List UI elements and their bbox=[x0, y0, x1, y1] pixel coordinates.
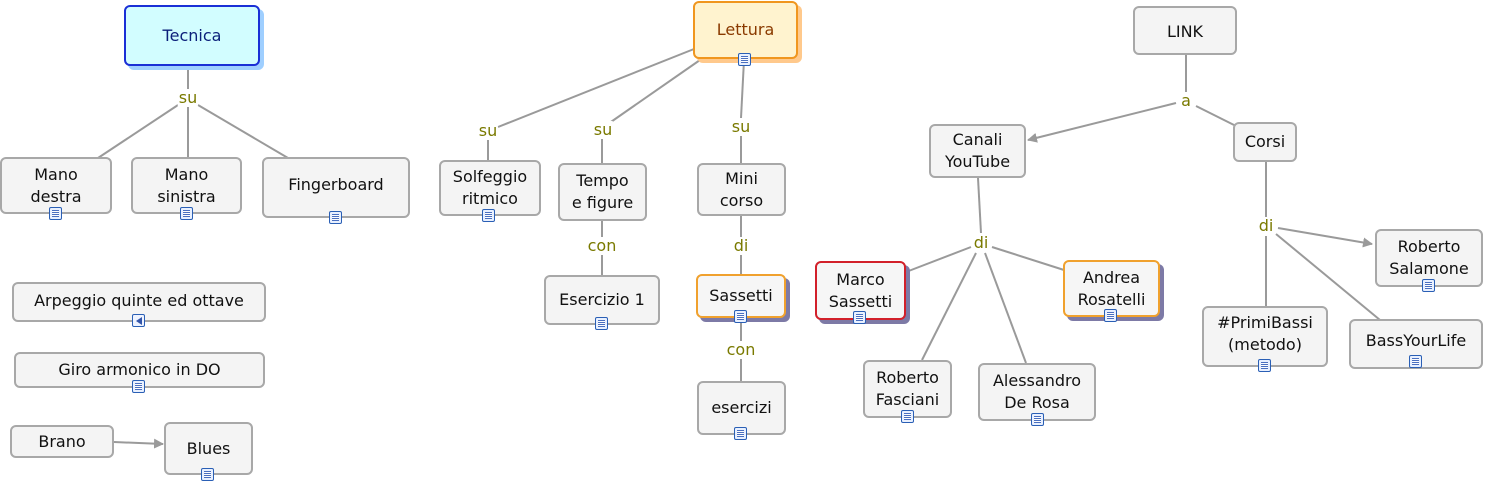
concept-tempo-figure[interactable]: Tempo e figure bbox=[558, 163, 647, 221]
resource-icon[interactable] bbox=[329, 211, 342, 224]
label-con-sassetti: con bbox=[725, 340, 757, 359]
resource-icon[interactable] bbox=[1409, 355, 1422, 368]
concept-mano-sinistra[interactable]: Mano sinistra bbox=[131, 157, 242, 214]
link-brano-blues bbox=[113, 438, 164, 449]
concept-mano-destra[interactable]: Mano destra bbox=[0, 157, 112, 214]
link-di-salamone bbox=[1277, 227, 1373, 248]
concept-mini-corso[interactable]: Mini corso bbox=[697, 163, 786, 216]
resource-icon[interactable] bbox=[734, 427, 747, 440]
resource-icon[interactable] bbox=[201, 468, 214, 481]
link-di-fasciani bbox=[921, 252, 977, 361]
label-di-mini: di bbox=[732, 236, 750, 255]
label-su-mini: su bbox=[730, 117, 752, 136]
audio-icon[interactable] bbox=[132, 314, 145, 327]
concept-canali-youtube[interactable]: Canali YouTube bbox=[929, 124, 1026, 178]
concept-esercizi[interactable]: esercizi bbox=[697, 381, 786, 435]
concept-link[interactable]: LINK bbox=[1133, 6, 1237, 55]
concept-alessandro-de-rosa[interactable]: Alessandro De Rosa bbox=[978, 363, 1096, 421]
link-a-canali bbox=[1027, 102, 1177, 143]
resource-icon[interactable] bbox=[1258, 359, 1271, 372]
concept-solfeggio-ritmico[interactable]: Solfeggio ritmico bbox=[439, 160, 541, 216]
resource-icon[interactable] bbox=[132, 380, 145, 393]
label-con-tempo: con bbox=[586, 236, 618, 255]
resource-icon[interactable] bbox=[853, 311, 866, 324]
link-a-corsi bbox=[1195, 105, 1237, 127]
label-a-link: a bbox=[1180, 91, 1192, 110]
resource-icon[interactable] bbox=[734, 310, 747, 323]
resource-icon[interactable] bbox=[1104, 309, 1117, 322]
link-su-fingerboard bbox=[197, 104, 289, 159]
concept-brano[interactable]: Brano bbox=[10, 425, 114, 458]
label-di-canali: di bbox=[972, 233, 990, 252]
concept-andrea-rosatelli[interactable]: Andrea Rosatelli bbox=[1063, 260, 1160, 317]
concept-primibassi[interactable]: #PrimiBassi (metodo) bbox=[1202, 306, 1328, 367]
concept-tecnica[interactable]: Tecnica bbox=[124, 5, 260, 66]
link-di-marco bbox=[905, 246, 972, 273]
link-lettura-su1 bbox=[497, 48, 695, 128]
concept-corsi[interactable]: Corsi bbox=[1233, 122, 1297, 162]
resource-icon[interactable] bbox=[901, 410, 914, 423]
concept-fingerboard[interactable]: Fingerboard bbox=[262, 157, 410, 218]
resource-icon[interactable] bbox=[49, 207, 62, 220]
resource-icon[interactable] bbox=[595, 317, 608, 330]
concept-roberto-fasciani[interactable]: Roberto Fasciani bbox=[863, 360, 952, 418]
resource-icon[interactable] bbox=[180, 207, 193, 220]
label-su-solfeggio: su bbox=[477, 121, 499, 140]
link-lettura-su3 bbox=[740, 59, 745, 119]
label-di-corsi: di bbox=[1257, 216, 1275, 235]
link-lettura-su2 bbox=[607, 59, 701, 125]
concept-blues[interactable]: Blues bbox=[164, 422, 253, 475]
resource-icon[interactable] bbox=[738, 53, 751, 66]
link-su-mano-destra bbox=[97, 104, 179, 159]
link-di-bassyourlife bbox=[1275, 233, 1381, 321]
label-su-tecnica: su bbox=[177, 88, 199, 107]
concept-roberto-salamone[interactable]: Roberto Salamone bbox=[1375, 229, 1483, 287]
resource-icon[interactable] bbox=[1422, 279, 1435, 292]
label-su-tempo: su bbox=[592, 120, 614, 139]
resource-icon[interactable] bbox=[1031, 413, 1044, 426]
resource-icon[interactable] bbox=[482, 209, 495, 222]
concept-esercizio-1[interactable]: Esercizio 1 bbox=[544, 275, 660, 325]
link-canali-di bbox=[977, 177, 982, 234]
link-di-andrea bbox=[991, 246, 1065, 271]
concept-giro-armonico[interactable]: Giro armonico in DO bbox=[14, 352, 265, 388]
concept-lettura[interactable]: Lettura bbox=[693, 1, 798, 59]
link-di-derosa bbox=[984, 252, 1027, 364]
